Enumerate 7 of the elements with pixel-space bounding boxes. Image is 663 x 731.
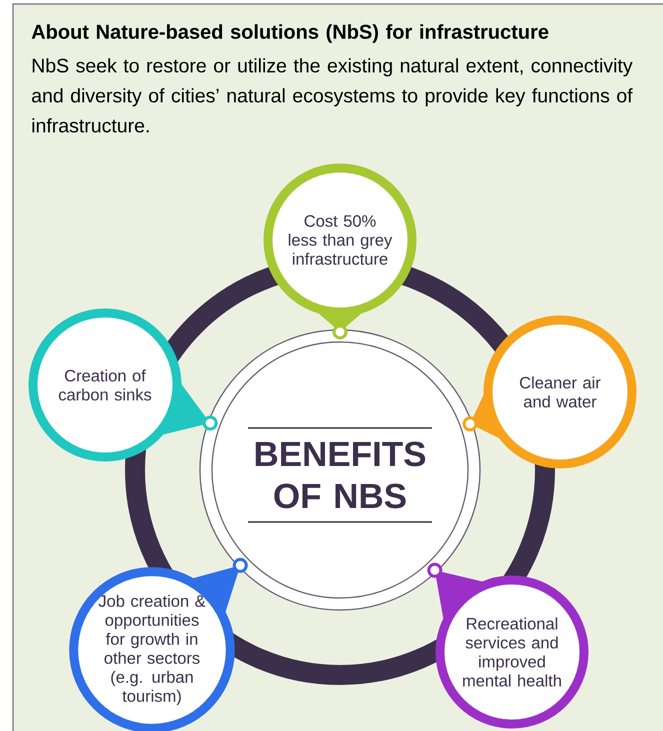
paragraph: NbS seek to restore or utilize the existing natural extent, connectivity and diversity of cities’ natural ecosystems to provide key functions of infrastructure. — [32, 58, 633, 133]
callout-bubble: Recreational services and improved mental health — [427, 562, 588, 728]
heading: About Nature-based solutions (NbS) for infrastructure — [32, 24, 548, 43]
callout-bubble: Creation of carbon sinks — [28, 308, 218, 462]
callout-bubble: Job creation & opportunities for growth in other sectors (e.g. urban tourism) — [69, 558, 248, 731]
callout-bubble: Cleaner air and water — [462, 316, 636, 468]
callout-bubble: Cost 50% less than grey infrastructure — [264, 164, 416, 340]
